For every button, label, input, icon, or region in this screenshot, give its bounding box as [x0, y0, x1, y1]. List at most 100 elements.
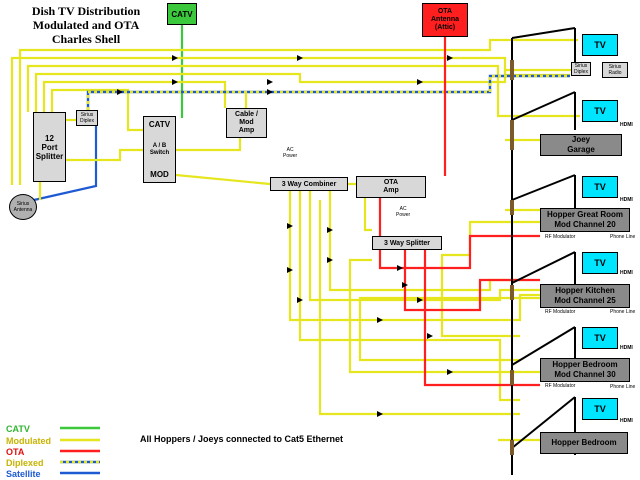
modulated-wire-20	[348, 258, 540, 374]
catv-switch-line-1: CATV	[148, 120, 171, 129]
sirius-diplex-right-line-1: Sirius	[574, 63, 588, 69]
sirius-radio: Sirius Radio	[602, 62, 628, 78]
legend-modulated-label: Modulated	[6, 436, 51, 446]
flow-arrow	[172, 55, 178, 61]
catv-switch-line-3: Switch	[149, 149, 170, 156]
hdmi-label: HDMI	[620, 270, 633, 276]
ota-antenna-line-3: (Attic)	[434, 24, 456, 31]
flow-arrow	[377, 411, 383, 417]
modulated-wire-12	[175, 173, 271, 186]
flow-arrow	[297, 297, 303, 303]
tv: TV	[582, 100, 618, 122]
three-way-combiner: 3 Way Combiner	[270, 177, 348, 191]
receiver-line-1: Hopper Bedroom	[552, 360, 618, 369]
catv-source: CATV	[167, 3, 197, 25]
receiver-line-1: Joey	[571, 135, 591, 144]
flow-arrow	[447, 55, 453, 61]
ac-power-amp-line-1: AC	[286, 147, 294, 153]
ethernet-caption: All Hoppers / Joeys connected to Cat5 Et…	[140, 434, 344, 444]
sirius-radio-line-1: Sirius	[608, 64, 622, 70]
sirius-diplex-right-line-2: Diplex	[574, 69, 588, 75]
three-way-splitter: 3 Way Splitter	[372, 236, 442, 250]
splitter-12-line-1: 12	[45, 133, 54, 143]
tv: TV	[582, 327, 618, 349]
receiver-line-1: Hopper Kitchen	[555, 286, 615, 295]
catv-ab-switch: CATV A / B Switch MOD	[143, 116, 176, 183]
ota-antenna-line-1: OTA	[437, 8, 453, 15]
tv-label: TV	[594, 333, 606, 343]
legend-satellite-label: Satellite	[6, 469, 41, 479]
legend-ota-label: OTA	[6, 447, 25, 457]
title-line-1: Dish TV Distribution	[31, 4, 141, 18]
sirius-diplex-right: Sirius Diplex	[571, 62, 591, 76]
legend-diplexed-label: Diplexed	[6, 458, 44, 468]
ota-antenna-line-2: Antenna	[431, 16, 459, 23]
flow-arrow	[287, 223, 293, 229]
flow-arrow	[172, 79, 178, 85]
receiver-line-2: Mod Channel 20	[554, 220, 616, 229]
receiver-line-1: Hopper Bedroom	[551, 438, 617, 447]
ac-power-ota-line-2: Power	[396, 212, 411, 218]
ota-amp-line-1: OTA	[383, 179, 399, 186]
modulated-wire-18	[440, 220, 540, 338]
ac-power-amp: AC Power	[283, 147, 297, 159]
rf-modulator-label: RF Modulator	[545, 234, 576, 240]
flow-arrow	[427, 333, 433, 339]
modulated-wire-10	[176, 138, 242, 152]
modulated-wire-2	[18, 38, 578, 185]
modulated-wire-5	[42, 80, 227, 112]
ac-power-ota-line-1: AC	[399, 206, 407, 212]
tv-label: TV	[594, 258, 606, 268]
sirius-diplex-left-line-1: Sirius	[80, 112, 94, 118]
phone-line-label: Phone Line	[610, 384, 636, 390]
rf-modulator-label: RF Modulator	[545, 383, 576, 389]
cable-mod-amp-line-2: Amp	[238, 127, 255, 134]
flow-arrow	[402, 282, 408, 288]
phone-line-label: Phone Line	[610, 309, 636, 315]
flow-arrow	[447, 369, 453, 375]
tv: TV	[582, 176, 618, 198]
splitter-12-line-3: Splitter	[35, 151, 64, 161]
flow-arrow	[267, 89, 273, 95]
receiver-line-2: Garage	[567, 145, 595, 154]
ac-power-ota: AC Power	[396, 206, 410, 218]
splitter-12-line-2: Port	[41, 142, 58, 152]
tv: TV	[582, 34, 618, 56]
ota-wire-5	[423, 250, 540, 387]
tv: TV	[582, 398, 618, 420]
modulated-wire-4	[34, 68, 590, 112]
sirius-antenna: Sirius Antenna	[9, 194, 37, 220]
sirius-diplex-left-line-2: Diplex	[80, 118, 94, 124]
hdmi-label: HDMI	[620, 122, 633, 128]
sirius-diplex-left: Sirius Diplex	[76, 110, 98, 126]
modulated-wire-3	[26, 64, 580, 118]
splitter-12-port: 12 Port Splitter	[33, 112, 66, 182]
cable-mod-amp: Cable / Mod Amp	[226, 108, 267, 138]
catv-source-label: CATV	[171, 9, 193, 19]
modulated-wire-6	[50, 88, 143, 132]
flow-arrow	[417, 297, 423, 303]
ota-wire-4	[403, 250, 540, 312]
diplexed-wire-dash	[86, 74, 570, 110]
flow-arrow	[327, 257, 333, 263]
modulated-wire-13	[288, 191, 540, 322]
receiver-line-1: Hopper Great Room	[546, 210, 623, 219]
modulated-wire-9	[66, 148, 143, 162]
sirius-antenna-line-2: Antenna	[13, 207, 33, 213]
tv-label: TV	[594, 106, 606, 116]
title-line-2: Modulated and OTA	[32, 18, 140, 32]
sirius-antenna-line-1: Sirius	[16, 201, 30, 207]
flow-arrow	[287, 267, 293, 273]
ota-antenna: OTA Antenna (Attic)	[422, 3, 468, 37]
tv-label: TV	[594, 404, 606, 414]
flow-arrow	[417, 79, 423, 85]
diagram-title: Dish TV Distribution Modulated and OTA C…	[6, 4, 166, 46]
phone-line-label: Phone Line	[610, 234, 636, 240]
sirius-radio-line-2: Radio	[608, 70, 622, 76]
modulated-wire-19	[358, 296, 540, 362]
flow-arrow	[297, 55, 303, 61]
